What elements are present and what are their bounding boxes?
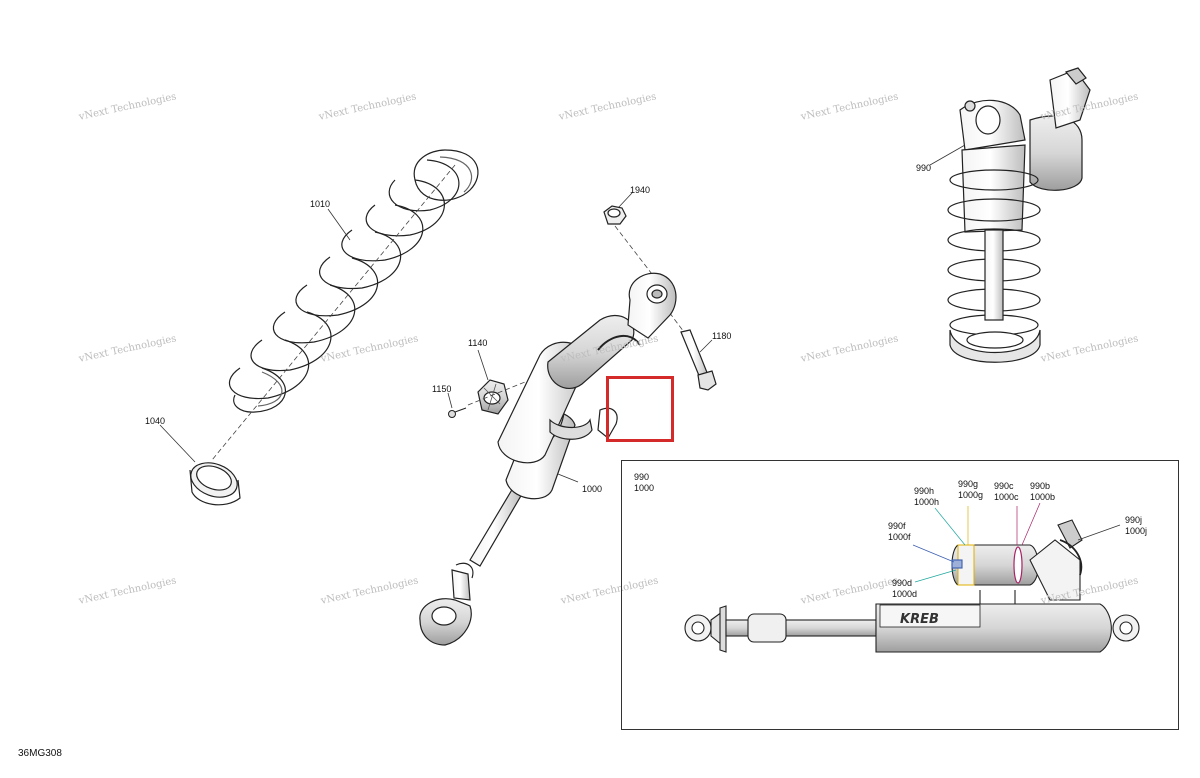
inset-header: 990 1000 <box>634 472 655 493</box>
diagram-reference-code: 36MG308 <box>18 748 62 759</box>
callout-990j[interactable]: 990j 1000j <box>1125 515 1148 536</box>
callout-1140[interactable]: 1140 <box>468 338 488 348</box>
highlighted-region[interactable] <box>606 376 674 442</box>
bolt-1180 <box>680 329 717 391</box>
spring-axis-line <box>211 164 456 461</box>
callout-990[interactable]: 990 <box>916 163 932 173</box>
inset-detail-frame <box>621 460 1179 730</box>
brand-logo-text: KREB <box>900 612 939 627</box>
coil-spring-1010 <box>228 149 479 413</box>
callout-1010[interactable]: 1010 <box>310 199 331 209</box>
callout-1940[interactable]: 1940 <box>630 185 651 195</box>
callout-1150[interactable]: 1150 <box>432 384 452 394</box>
assembled-shock-view-990 <box>947 67 1091 363</box>
inset-leader-lines <box>912 502 1121 583</box>
screw-1150 <box>448 407 467 418</box>
nut-1940 <box>603 205 627 225</box>
callout-990g[interactable]: 990g 1000g <box>958 479 984 500</box>
callout-990c[interactable]: 990c 1000c <box>994 481 1019 502</box>
callout-990h[interactable]: 990h 1000h <box>914 486 940 507</box>
spring-retainer-1040 <box>189 462 241 506</box>
callout-1180[interactable]: 1180 <box>712 331 732 341</box>
callout-990d[interactable]: 990d 1000d <box>892 578 918 599</box>
shock-absorber-1000 <box>419 272 677 646</box>
inset-side-view: KREB <box>684 519 1140 653</box>
callout-990b[interactable]: 990b 1000b <box>1030 481 1056 502</box>
callout-1040[interactable]: 1040 <box>145 416 166 426</box>
adjuster-knob-1140 <box>477 379 509 415</box>
callout-1000[interactable]: 1000 <box>582 484 603 494</box>
callout-990f[interactable]: 990f 1000f <box>888 521 911 542</box>
main-leader-lines <box>159 144 966 483</box>
